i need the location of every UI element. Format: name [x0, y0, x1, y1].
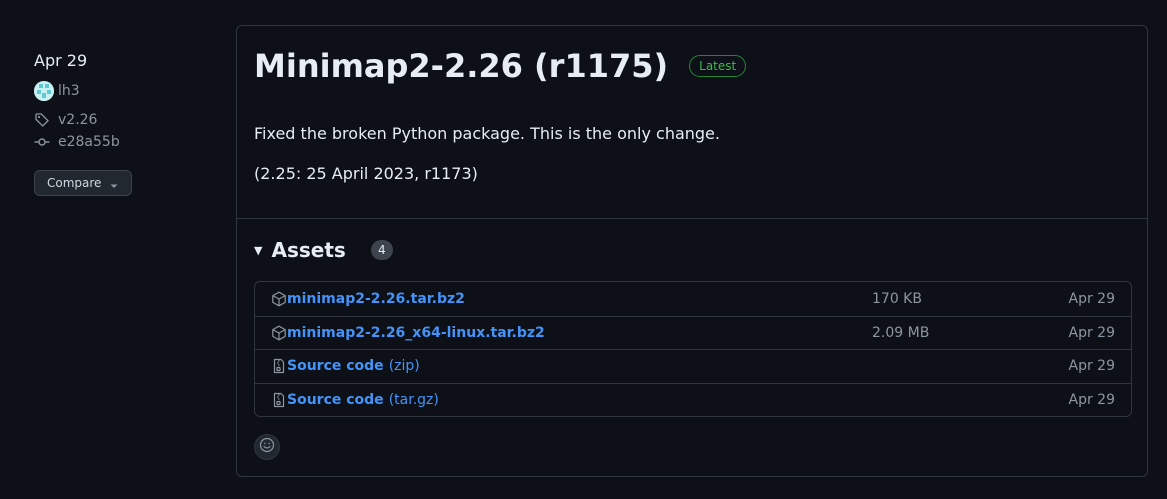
asset-date: Apr 29: [1068, 391, 1115, 408]
triangle-down-icon: ▼: [254, 243, 263, 257]
release-header: Minimap2-2.26 (r1175) Latest: [254, 46, 747, 86]
commit-sha: e28a55b: [58, 134, 120, 150]
commit-link[interactable]: e28a55b: [34, 132, 214, 152]
release-title[interactable]: Minimap2-2.26 (r1175): [254, 47, 669, 85]
release-notes-line-2: (2.25: 25 April 2023, r1173): [254, 164, 478, 183]
author-link[interactable]: lh3: [34, 80, 214, 102]
add-reaction-button[interactable]: [254, 434, 280, 460]
asset-row: minimap2-2.26_x64-linux.tar.bz2 2.09 MB …: [255, 315, 1131, 350]
compare-label: Compare: [47, 176, 102, 190]
asset-link[interactable]: minimap2-2.26_x64-linux.tar.bz2: [287, 324, 545, 341]
smiley-icon: [259, 437, 275, 457]
tag-icon: [34, 112, 50, 128]
asset-link[interactable]: Source code: [287, 391, 384, 408]
release-sidebar: Apr 29 lh3 v2.26: [34, 50, 214, 196]
asset-link[interactable]: minimap2-2.26.tar.bz2: [287, 290, 465, 307]
release-notes-line-1: Fixed the broken Python package. This is…: [254, 124, 720, 143]
file-zip-icon: [271, 358, 287, 374]
asset-date: Apr 29: [1068, 290, 1115, 307]
asset-size: 2.09 MB: [872, 324, 930, 341]
tag-name: v2.26: [58, 112, 98, 128]
asset-row: Source code (zip) Apr 29: [255, 349, 1131, 383]
asset-row: Source code (tar.gz) Apr 29: [255, 382, 1131, 417]
asset-size: 170 KB: [872, 290, 922, 307]
package-icon: [271, 325, 287, 341]
assets-title: Assets: [271, 238, 346, 262]
tag-link[interactable]: v2.26: [34, 110, 214, 130]
git-commit-icon: [34, 134, 50, 150]
assets-list: minimap2-2.26.tar.bz2 170 KB Apr 29 mini…: [254, 281, 1132, 417]
triangle-down-icon: [110, 179, 118, 188]
asset-date: Apr 29: [1068, 358, 1115, 375]
asset-format[interactable]: (zip): [388, 358, 420, 375]
release-card: Minimap2-2.26 (r1175) Latest Fixed the b…: [236, 25, 1148, 477]
asset-date: Apr 29: [1068, 324, 1115, 341]
asset-link[interactable]: Source code: [287, 358, 384, 375]
release-date: Apr 29: [34, 51, 88, 70]
asset-row: minimap2-2.26.tar.bz2 170 KB Apr 29: [255, 282, 1131, 316]
assets-count: 4: [370, 240, 393, 260]
package-icon: [271, 291, 287, 307]
file-zip-icon: [271, 392, 287, 408]
avatar: [34, 81, 54, 101]
asset-format[interactable]: (tar.gz): [388, 391, 439, 408]
divider: [237, 218, 1147, 219]
latest-badge: Latest: [689, 55, 747, 77]
assets-toggle[interactable]: ▼ Assets 4: [254, 238, 393, 262]
compare-button[interactable]: Compare: [34, 170, 132, 196]
author-name: lh3: [58, 83, 80, 99]
